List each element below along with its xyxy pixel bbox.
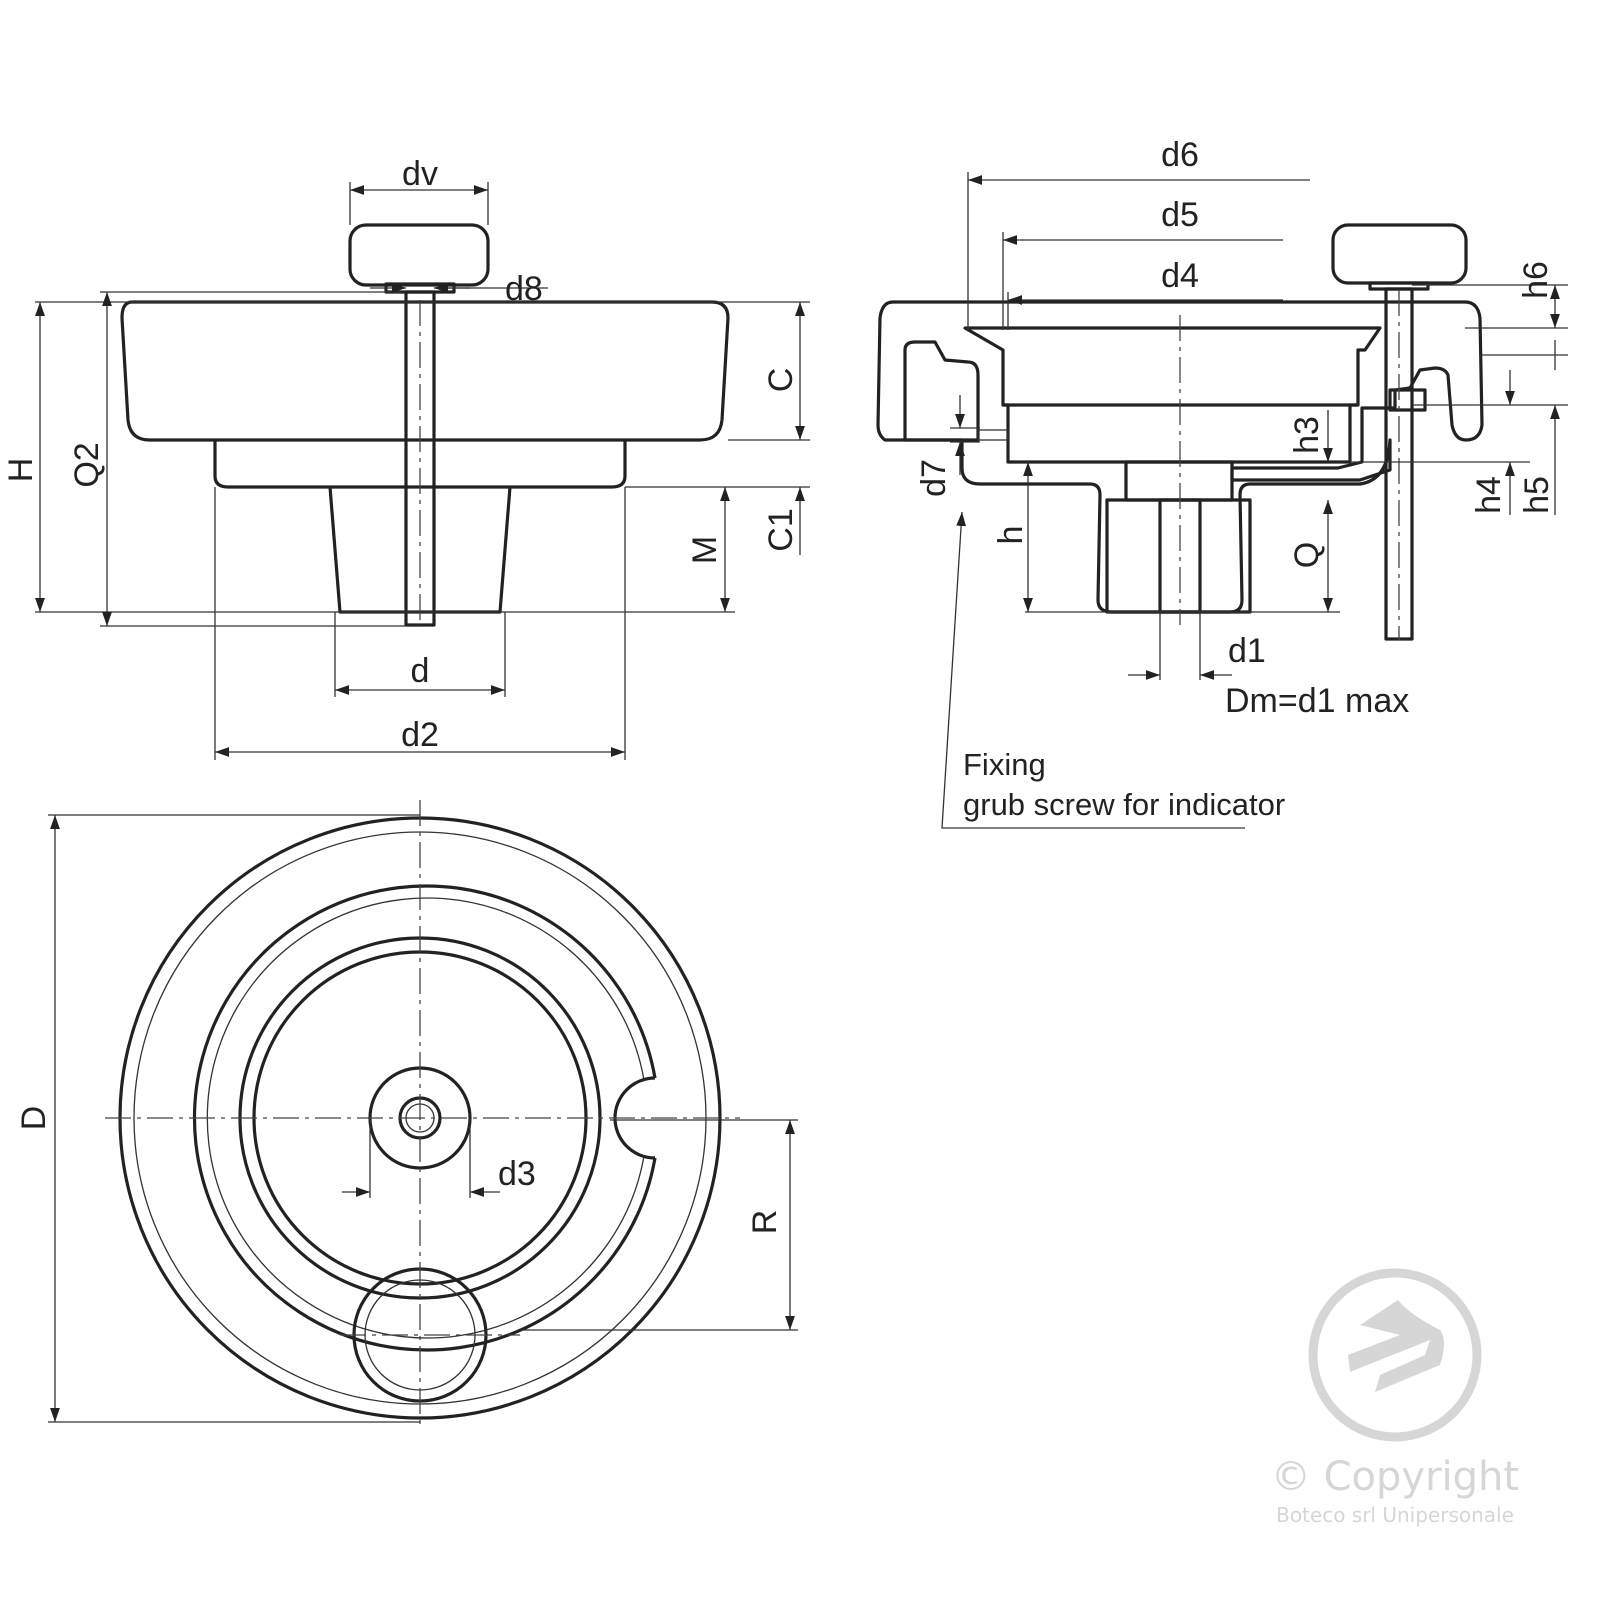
threaded-insert xyxy=(1105,498,1252,614)
label-h: h xyxy=(992,526,1030,545)
hub-relief xyxy=(1124,460,1234,502)
dimension-lines xyxy=(35,185,805,757)
watermark-copyright: © Copyright xyxy=(1271,1454,1519,1500)
handwheel-body-section xyxy=(876,300,1484,614)
watermark-company: Boteco srl Unipersonale xyxy=(1276,1503,1514,1527)
fixing-note-line1: Fixing xyxy=(963,747,1046,782)
top-dimension-lines xyxy=(50,815,795,1422)
copyright-watermark: © Copyright Boteco srl Unipersonale xyxy=(1271,1268,1519,1527)
hub xyxy=(328,486,512,614)
label-h6: h6 xyxy=(1517,261,1555,299)
section-view: d6 d5 d4 h6 h3 d7 h Q h4 h5 d1 Dm=d1 max… xyxy=(876,136,1568,829)
label-C1: C1 xyxy=(762,508,800,551)
label-H: H xyxy=(2,458,40,483)
label-d: d xyxy=(411,652,430,690)
label-D: D xyxy=(15,1106,53,1131)
indicator-pin xyxy=(404,290,436,627)
label-d4: d4 xyxy=(1161,257,1199,295)
label-R: R xyxy=(746,1210,784,1235)
indicator-knob-section xyxy=(1331,223,1468,285)
fixing-leader-line xyxy=(941,511,1245,829)
label-Q2: Q2 xyxy=(68,442,106,487)
watermark-logo-icon xyxy=(1308,1268,1482,1442)
indicator-knob xyxy=(348,223,490,287)
label-Q: Q xyxy=(1288,542,1326,568)
label-dv: dv xyxy=(402,155,438,193)
grub-hole-d7 xyxy=(977,429,1009,441)
rim-groove-left xyxy=(903,340,980,442)
bore-recess xyxy=(963,326,1382,464)
label-M: M xyxy=(686,536,724,564)
dm-note: Dm=d1 max xyxy=(1225,682,1409,720)
label-h3: h3 xyxy=(1288,416,1326,454)
label-d1: d1 xyxy=(1228,632,1266,670)
extension-lines xyxy=(35,182,810,760)
label-h4: h4 xyxy=(1470,476,1508,514)
front-view: dv d8 H Q2 C C1 M d d2 xyxy=(2,155,810,760)
label-C: C xyxy=(762,368,800,393)
section-extension-lines xyxy=(950,172,1568,680)
handwheel-rim xyxy=(120,300,730,442)
grub-screw xyxy=(1388,388,1427,412)
top-extension-lines xyxy=(48,814,798,1423)
label-h5: h5 xyxy=(1518,476,1556,514)
section-dimension-lines xyxy=(941,175,1560,829)
label-d2: d2 xyxy=(401,716,439,754)
fixing-note-line2: grub screw for indicator xyxy=(963,787,1285,822)
label-d3: d3 xyxy=(498,1155,536,1193)
watermark-logo-glyph xyxy=(1348,1300,1444,1392)
label-d7: d7 xyxy=(915,459,953,497)
label-d6: d6 xyxy=(1161,136,1199,174)
label-d8: d8 xyxy=(505,270,543,308)
top-view: D d3 R xyxy=(15,800,798,1430)
label-d5: d5 xyxy=(1161,196,1199,234)
